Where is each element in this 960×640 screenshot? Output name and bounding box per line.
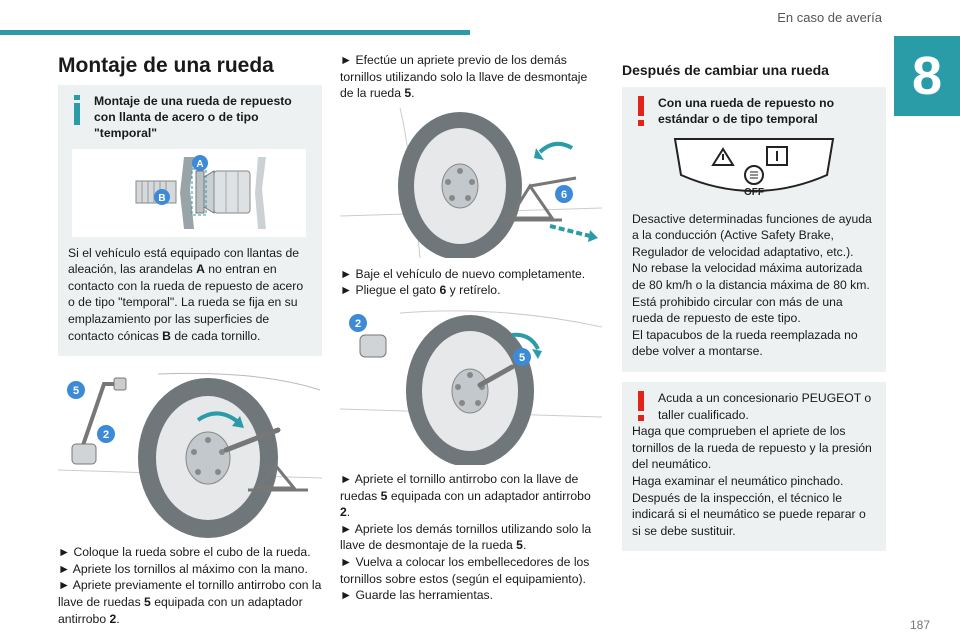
column-2: ► Efectúe un apriete previo de los demás… — [340, 52, 602, 604]
step-text: ► Baje el vehículo de nuevo completament… — [340, 266, 586, 281]
jack-removal-illustration: 6 — [340, 107, 602, 258]
label-2: 2 — [355, 318, 361, 330]
step-text: ► Efectúe un apriete previo de los demás… — [340, 53, 588, 101]
final-tightening-illustration: 2 5 — [340, 304, 602, 465]
driving-aids-panel-illustration: OFF — [673, 137, 835, 198]
chapter-tab: 8 — [894, 36, 960, 116]
section-title: En caso de avería — [777, 10, 882, 25]
warning-icon — [638, 390, 644, 421]
step-text: ► Apriete los demás tornillos utilizando… — [340, 521, 592, 553]
warning-box-text: Desactive determinadas funciones de ayud… — [632, 211, 872, 359]
step-text: ► Guarde las herramientas. — [340, 588, 493, 603]
step-text: ► Apriete los tornillos al máximo con la… — [58, 561, 308, 576]
label-5: 5 — [73, 385, 79, 397]
off-label: OFF — [744, 187, 764, 198]
info-box-heading: Montaje de una rueda de repuesto con lla… — [68, 93, 312, 141]
warning-box-heading: Con una rueda de repuesto no estándar o … — [632, 95, 876, 127]
step-text: ► Coloque la rueda sobre el cubo de la r… — [58, 545, 311, 560]
wheel-bolt-illustration: A B — [72, 148, 306, 237]
col2-lower-steps: ► Baje el vehículo de nuevo completament… — [340, 266, 602, 299]
info-icon — [74, 94, 80, 125]
warning-box-2-line: Acuda a un concesionario PEUGEOT o talle… — [632, 390, 876, 423]
warning-box-2-text: Haga que comprueben el apriete de los to… — [632, 424, 872, 538]
step-text: ► Pliegue el gato 6 y retírelo. — [340, 283, 501, 298]
label-a: A — [196, 159, 203, 170]
label-2: 2 — [103, 429, 109, 441]
info-box-text: Si el vehículo está equipado con llantas… — [68, 245, 304, 343]
column-3: Después de cambiar una rueda Con una rue… — [622, 52, 886, 552]
warning-box-2: Acuda a un concesionario PEUGEOT o talle… — [622, 381, 886, 552]
col2-final-steps: ► Apriete el tornillo antirrobo con la l… — [340, 471, 602, 604]
step-text: ► Apriete previamente el tornillo antirr… — [58, 578, 322, 626]
warning-icon — [638, 95, 644, 126]
label-6: 6 — [561, 189, 567, 201]
warning-box: Con una rueda de repuesto no estándar o … — [622, 86, 886, 372]
col1-steps: ► Coloque la rueda sobre el cubo de la r… — [58, 544, 322, 627]
wheel-tightening-illustration: 5 2 — [58, 370, 322, 539]
label-5: 5 — [519, 352, 525, 364]
section-heading: Después de cambiar una rueda — [622, 62, 829, 78]
page-title: Montaje de una rueda — [58, 54, 274, 77]
label-b: B — [158, 193, 165, 204]
column-1: Montaje de una rueda Montaje de una rued… — [58, 52, 322, 627]
step-text: ► Vuelva a colocar los embellecedores de… — [340, 554, 590, 586]
page-number: 187 — [909, 618, 930, 632]
info-box: Montaje de una rueda de repuesto con lla… — [58, 84, 322, 357]
step-text: ► Apriete el tornillo antirrobo con la l… — [340, 471, 591, 520]
header-accent-bar — [0, 30, 470, 35]
